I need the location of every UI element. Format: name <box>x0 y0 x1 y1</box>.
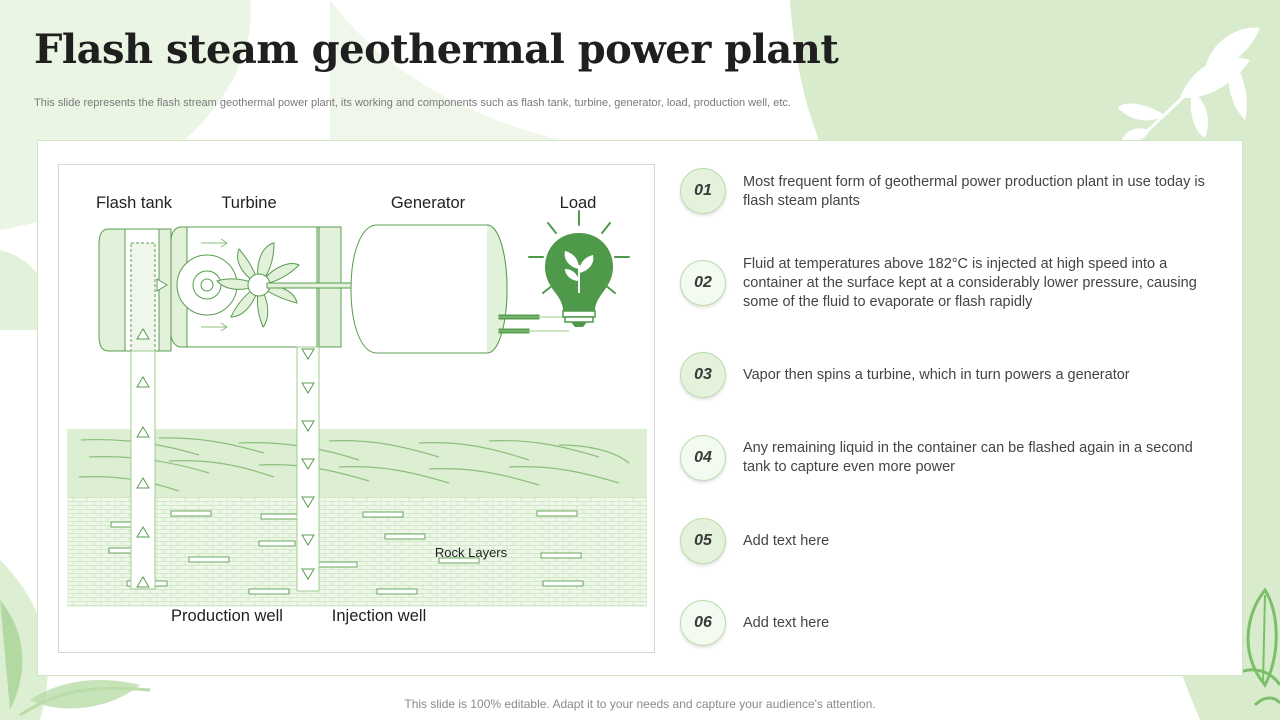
geothermal-diagram: Flash tank Turbine Generator Load Produc… <box>58 164 655 653</box>
label-rock-layers: Rock Layers <box>435 545 508 560</box>
turbine <box>170 226 366 348</box>
footer-note: This slide is 100% editable. Adapt it to… <box>404 697 876 711</box>
step-text: Add text here <box>743 615 830 631</box>
page-title: Flash steam geothermal power plant <box>34 26 839 73</box>
step-text: Any remaining liquid in the container ca… <box>743 440 1193 475</box>
flash-tank <box>98 228 172 352</box>
step-number-badge: 03 <box>680 352 726 398</box>
step-text: Vapor then spins a turbine, which in tur… <box>743 367 1130 383</box>
step-number-badge: 02 <box>680 260 726 306</box>
leaf-decoration-bottom-icon <box>0 600 151 717</box>
label-turbine: Turbine <box>221 194 276 212</box>
injection-well-pipe <box>296 346 320 592</box>
light-bulb-icon <box>528 210 630 327</box>
label-flash-tank: Flash tank <box>96 194 173 212</box>
diagram-canvas: Flash tank Turbine Generator Load Produc… <box>67 194 647 625</box>
generator <box>350 224 569 354</box>
production-well-pipe <box>130 328 156 590</box>
label-load: Load <box>560 194 597 212</box>
label-injection-well: Injection well <box>332 607 426 625</box>
label-production-well: Production well <box>171 607 283 625</box>
step-text: Fluid at temperatures above 182°C is inj… <box>743 256 1197 310</box>
step-number-badge: 05 <box>680 518 726 564</box>
leaf-decoration-icon <box>1118 27 1260 142</box>
step-text: Add text here <box>743 533 830 549</box>
step-number-badge: 06 <box>680 600 726 646</box>
label-generator: Generator <box>391 194 466 212</box>
step-item: 01 Most frequent form of geothermal powe… <box>680 167 1225 217</box>
step-item: 03 Vapor then spins a turbine, which in … <box>680 351 1225 401</box>
step-item: 02 Fluid at temperatures above 182°C is … <box>680 256 1225 310</box>
page-subtitle: This slide represents the flash stream g… <box>34 97 791 109</box>
step-item: 06 Add text here <box>680 599 1225 649</box>
step-item: 05 Add text here <box>680 517 1225 567</box>
step-number-badge: 04 <box>680 435 726 481</box>
step-text: Most frequent form of geothermal power p… <box>743 174 1205 209</box>
step-number-badge: 01 <box>680 168 726 214</box>
step-item: 04 Any remaining liquid in the container… <box>680 434 1225 484</box>
ground-curves <box>78 437 630 492</box>
